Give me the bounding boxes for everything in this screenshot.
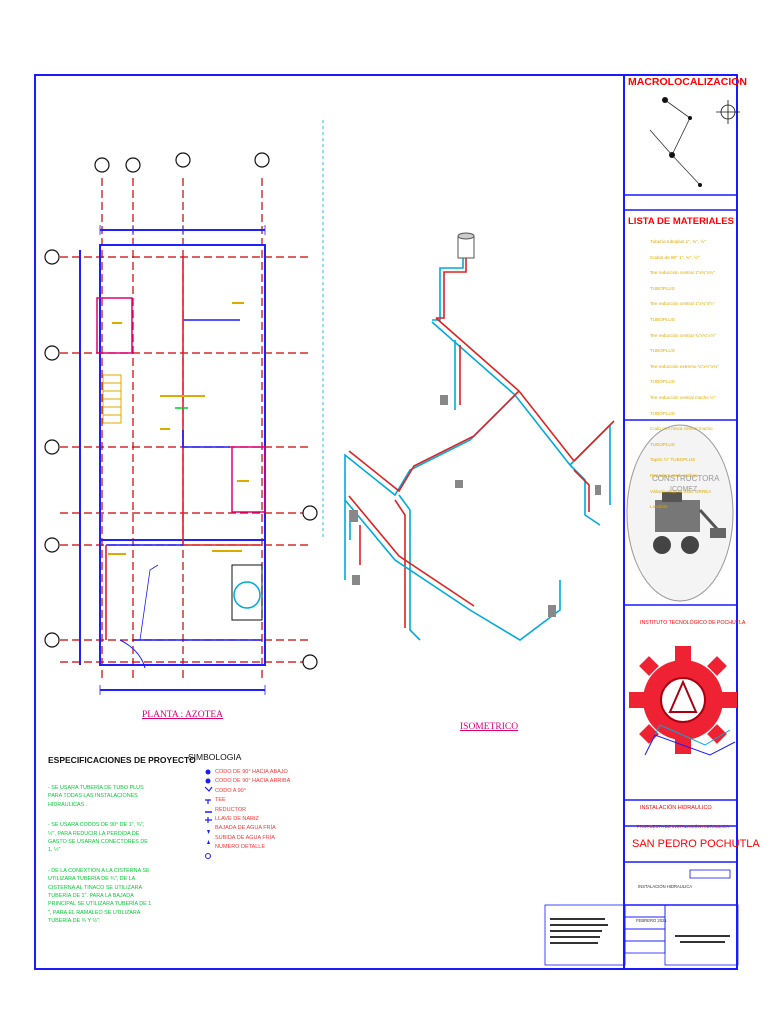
symbology-item: TEE <box>215 797 226 804</box>
symbology-item: BAJADA DE AGUA FRÍA <box>215 825 276 832</box>
macro-title: MACROLOCALIZACION <box>628 76 747 88</box>
material-item: Tee reducción central 1"x¾"x½" TUBOPLUS <box>650 301 715 322</box>
symbology-item: CODO DE 90° HACIA ARRIBA <box>215 778 291 785</box>
material-item: Tapón ½" TUBOPLUS <box>650 457 696 463</box>
spec-paragraph: - SE USARA TUBERÍA DE TUBO PLUS PARA TOD… <box>48 785 144 808</box>
logo-line1: CONSTRUCTORA <box>652 474 720 483</box>
plan-title: PLANTA : AZOTEA <box>142 710 224 720</box>
specs-title: ESPECIFICACIONES DE PROYECTO <box>48 755 196 765</box>
material-item: Tee reducción central 1"x¾"x¾" TUBOPLUS <box>650 270 715 291</box>
macro-location-map <box>649 97 740 187</box>
project-subtitle: PROPUESTA DE INSTALACIÓN HIDRAULICA <box>637 824 729 829</box>
water-tank-icon <box>457 232 475 259</box>
materials-title: LISTA DE MATERIALES <box>628 216 734 227</box>
material-item: Tee reducción central ¾"x¾"x½" TUBOPLUS <box>650 332 716 354</box>
spec-paragraph: - SE USARA CODOS DE 90° DE 1", ¾", ½", P… <box>48 822 148 854</box>
symbology-item: REDUCTOR <box>215 806 247 813</box>
title-block-column <box>623 74 738 970</box>
titleblock-date: FEBRERO 2021 <box>636 918 667 923</box>
project-location: SAN PEDRO POCHUTLA <box>632 838 760 850</box>
material-item: Válvula esquina mod. URREA <box>650 488 712 494</box>
institute-gear-logo <box>629 646 737 756</box>
project-title: INSTALACIÓN HIDRAULICO <box>640 805 712 811</box>
constructora-logo <box>626 424 734 602</box>
symbology-item: SUBIDA DE AGUA FRÍA <box>215 834 275 841</box>
material-item: Tubería tuboplus 1", ¾", ½" <box>650 239 706 244</box>
symbology-title: SIMBOLOGIA <box>188 752 242 762</box>
material-item: Regadera mod. antiligo <box>650 472 698 478</box>
drawing-sheet-frame <box>34 74 738 970</box>
logo-line2: ICOMEZ <box>670 486 698 493</box>
material-item: Tee reducción extremo ¾"x½"x¾" TUBOPLUS <box>650 363 719 385</box>
plan-view <box>44 152 318 695</box>
spec-paragraph: - DE LA CONEXTION A LA CISTERNA SE UTILI… <box>48 867 152 925</box>
material-item: Lavabos <box>650 504 668 510</box>
symbology-icons <box>204 769 213 859</box>
iso-title: ISOMETRICO <box>460 722 519 732</box>
materials-list: Tubería tuboplus 1", ¾", ½" Codos de 90°… <box>650 234 736 515</box>
symbology-list: CODO DE 90° HACIA ABAJO CODO DE 90° HACI… <box>215 768 290 853</box>
title-block-table <box>544 869 739 966</box>
fixture-icons <box>350 395 601 617</box>
material-item: Tee reducción central macho ½" TUBOPLUS <box>650 394 716 416</box>
title-block-small-text <box>550 918 730 944</box>
isometric-view <box>344 245 615 641</box>
symbology-item: CODO DE 90° HACIA ABAJO <box>215 769 288 775</box>
symbology-item: LLAVE DE NARIZ <box>215 816 259 823</box>
specs-body: - SE USARA TUBERÍA DE TUBO PLUS PARA TOD… <box>48 784 153 926</box>
institute-name: INSTITUTO TECNOLÓGICO DE POCHUTLA <box>640 620 746 626</box>
symbology-item: NUMERO DETALLE <box>215 844 266 851</box>
material-item: Codos de 90° 1", ¾", ½" <box>650 254 700 260</box>
material-item: Codo mm rosca central macho TUBOPLUS <box>650 426 713 447</box>
titleblock-drawing-label: INSTALACIÓN HIDRAULICA <box>638 884 693 889</box>
symbology-item: CODO A 90° <box>215 787 246 794</box>
